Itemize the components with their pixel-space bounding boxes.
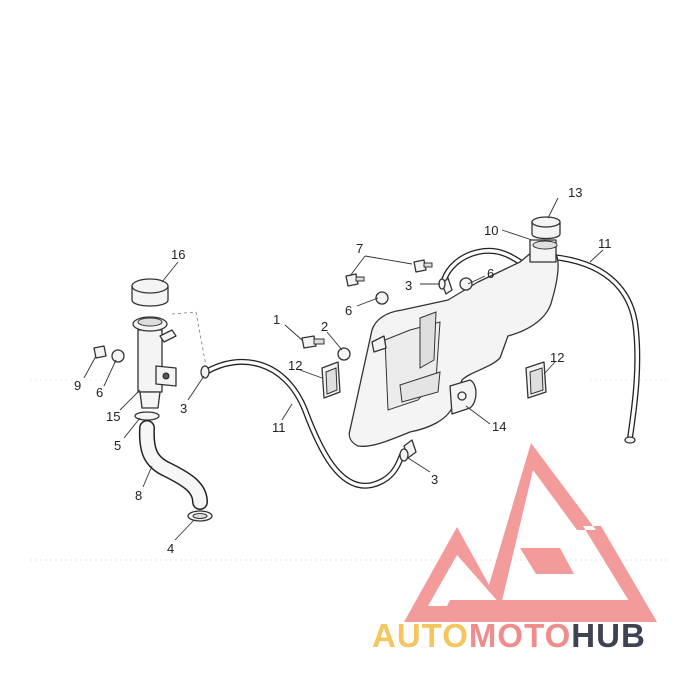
- callout-6-tank-left: 6: [345, 303, 352, 318]
- callout-5: 5: [114, 438, 121, 453]
- brand-part-auto: AUTO: [372, 617, 469, 654]
- background-guides: [30, 379, 670, 561]
- callout-16: 16: [171, 247, 185, 262]
- brand-part-hub: HUB: [571, 617, 646, 654]
- callout-3-tank-bottom: 3: [431, 472, 438, 487]
- callout-9: 9: [74, 378, 81, 393]
- watermark-logo: AUTOMOTOHUB: [372, 443, 657, 654]
- brand-part-moto: MOTO: [469, 617, 571, 654]
- callout-11-right: 11: [598, 236, 612, 251]
- callout-15: 15: [106, 409, 120, 424]
- expansion-tank: [348, 239, 559, 459]
- callout-6-filler: 6: [96, 385, 103, 400]
- callout-6-tank-right: 6: [487, 266, 494, 281]
- callout-3-tank-top: 3: [405, 278, 412, 293]
- callout-13: 13: [568, 185, 582, 200]
- leader-lines: [83, 197, 604, 541]
- brand-wordmark: AUTOMOTOHUB: [372, 617, 646, 654]
- callout-12-right: 12: [550, 350, 564, 365]
- callout-1: 1: [273, 312, 280, 327]
- callout-numbers: 16 1 2 12 7 6 3 6 13 10 11 12 14 3 11 3 …: [74, 185, 612, 556]
- callout-8: 8: [135, 488, 142, 503]
- hoses: [138, 247, 641, 510]
- callout-2: 2: [321, 319, 328, 334]
- callout-3-filler: 3: [180, 401, 187, 416]
- callout-4: 4: [167, 541, 174, 556]
- hardware: [93, 259, 636, 462]
- callout-11-left: 11: [272, 420, 286, 435]
- triangle-m-logo-icon: [404, 443, 657, 622]
- filler-neck: [131, 278, 213, 522]
- callout-10: 10: [484, 223, 498, 238]
- callout-12-left: 12: [288, 358, 302, 373]
- logo-inner-g-shape: [444, 548, 636, 612]
- callout-14: 14: [492, 419, 506, 434]
- tank-cap: [531, 216, 561, 250]
- callout-7: 7: [356, 241, 363, 256]
